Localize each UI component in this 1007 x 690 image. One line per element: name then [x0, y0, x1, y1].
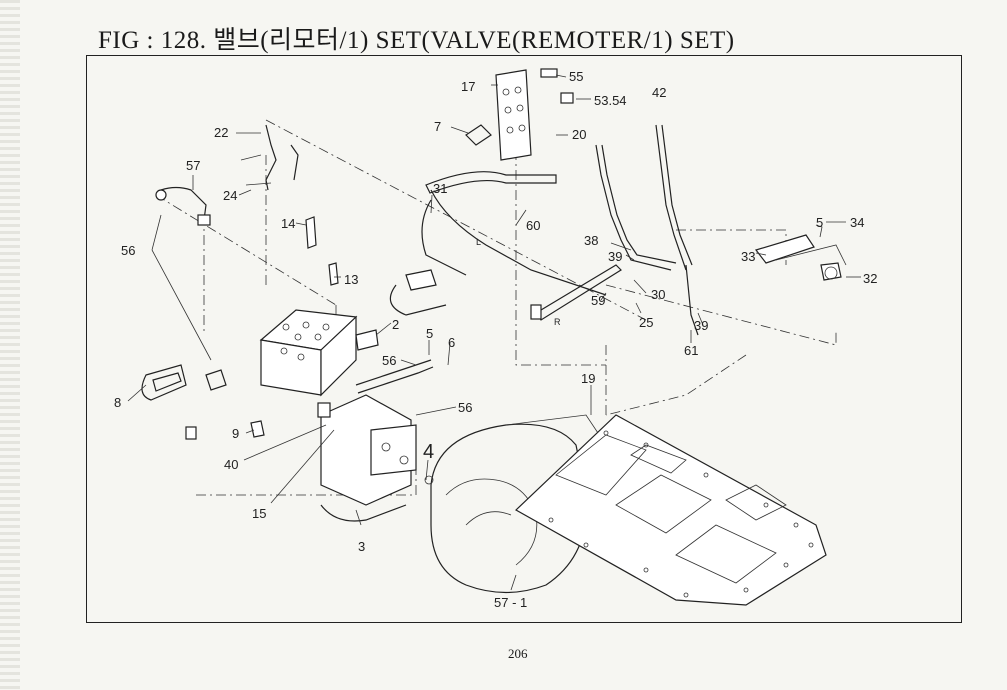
- callout-13: 13: [344, 272, 358, 287]
- callout-20: 20: [572, 127, 586, 142]
- callout-57: 57: [186, 158, 200, 173]
- callout-15: 15: [252, 506, 266, 521]
- pipe-assembly: [421, 124, 699, 336]
- callout-17: 17: [461, 79, 475, 94]
- callout-55: 55: [569, 69, 583, 84]
- callout-39-lower: 39: [694, 318, 708, 333]
- marker-l: L: [476, 237, 481, 247]
- reference-lines: [155, 119, 837, 496]
- marker-r: R: [554, 317, 561, 327]
- callout-6: 6: [448, 335, 455, 350]
- figure-title: FIG : 128. 밸브(리모터/1) SET(VALVE(REMOTER/1…: [98, 27, 735, 54]
- callout-8: 8: [114, 395, 121, 410]
- callout-labels: 55 17 53.54 42 7 20 22 57 24 31 60 14 56…: [114, 69, 877, 610]
- callout-22: 22: [214, 125, 228, 140]
- hose-set-left: [155, 124, 299, 226]
- callout-56-upper: 56: [121, 243, 135, 258]
- callout-38: 38: [584, 233, 598, 248]
- callout-59: 59: [591, 293, 605, 308]
- callout-9: 9: [232, 426, 239, 441]
- callout-56-mid: 56: [382, 353, 396, 368]
- callout-61: 61: [684, 343, 698, 358]
- binding-edge: [0, 0, 20, 690]
- callout-2: 2: [392, 317, 399, 332]
- floor-plate: [514, 414, 827, 606]
- callout-5-right: 5: [816, 215, 823, 230]
- callout-34: 34: [850, 215, 864, 230]
- callout-14: 14: [281, 216, 295, 231]
- diagram-frame: [86, 55, 962, 623]
- callout-31: 31: [433, 181, 447, 196]
- callout-24: 24: [223, 188, 237, 203]
- hose-loop: [141, 364, 227, 440]
- mounting-bracket: [250, 359, 434, 522]
- callout-56-lower: 56: [458, 400, 472, 415]
- callout-60: 60: [526, 218, 540, 233]
- callout-3: 3: [358, 539, 365, 554]
- callout-40: 40: [224, 457, 238, 472]
- right-bracket-parts: [754, 224, 847, 281]
- callout-4: 4: [423, 441, 434, 463]
- valve-block: [259, 216, 447, 397]
- page-number: 206: [508, 646, 528, 661]
- leader-lines: [127, 74, 861, 591]
- callout-53-54: 53.54: [594, 93, 627, 108]
- callout-32: 32: [863, 271, 877, 286]
- callout-25: 25: [639, 315, 653, 330]
- exploded-parts-diagram: 55 17 53.54 42 7 20 22 57 24 31 60 14 56…: [114, 68, 877, 610]
- callout-19: 19: [581, 371, 595, 386]
- callout-39-upper: 39: [608, 249, 622, 264]
- callout-7: 7: [434, 119, 441, 134]
- callout-5-mid: 5: [426, 326, 433, 341]
- callout-42: 42: [652, 85, 666, 100]
- callout-33: 33: [741, 249, 755, 264]
- bracket-plate: [495, 68, 574, 161]
- callout-57-1: 57 - 1: [494, 595, 527, 610]
- callout-30: 30: [651, 287, 665, 302]
